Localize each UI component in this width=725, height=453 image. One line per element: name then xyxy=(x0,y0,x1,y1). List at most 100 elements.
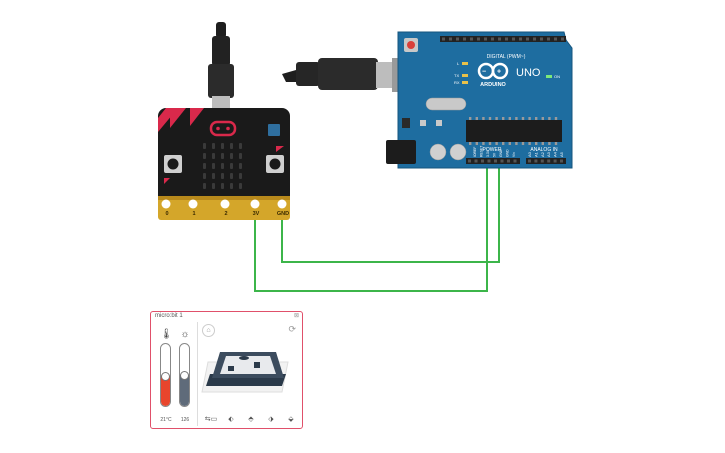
tilt-up-icon[interactable]: ⬘ xyxy=(248,416,254,423)
digital-pin-hole[interactable] xyxy=(463,37,466,41)
pin-label-0: 0 xyxy=(165,211,168,217)
led-1-4 xyxy=(239,153,242,159)
digital-pin-hole[interactable] xyxy=(547,37,550,41)
thermometer-icon: 🌡 xyxy=(160,329,173,340)
led-1-2 xyxy=(221,153,224,159)
power-pin-hole[interactable] xyxy=(468,159,471,163)
led-3-2 xyxy=(221,173,224,179)
power-pin-hole[interactable] xyxy=(481,159,484,163)
chip-pin xyxy=(515,142,518,145)
analog-pin-hole[interactable] xyxy=(553,159,557,163)
power-pin-hole[interactable] xyxy=(507,159,510,163)
microbit-board[interactable]: 0 1 2 3V GND xyxy=(158,108,290,220)
chip-pin xyxy=(554,142,558,145)
digital-pin-hole[interactable] xyxy=(442,37,445,41)
light-value: 126 xyxy=(180,417,190,423)
power-pin-label: RESET xyxy=(480,146,484,157)
power-pin-hole[interactable] xyxy=(494,159,497,163)
digital-pin-hole[interactable] xyxy=(519,37,522,41)
analog-pin-hole[interactable] xyxy=(540,159,544,163)
led-0-0 xyxy=(203,143,206,149)
led-label-tx: TX xyxy=(454,73,459,78)
analog-pin-hole[interactable] xyxy=(560,159,563,163)
microbit-control-panel[interactable]: micro:bit 1 ⊠ 🌡 21°C ☼ 126 ⌂ ⟳ ⇆▭ ⬖ ⬘ xyxy=(150,311,303,429)
shake-icon[interactable]: ⇆▭ xyxy=(204,416,218,423)
power-pin-label: 5V xyxy=(493,152,497,157)
chip-pin xyxy=(482,142,485,145)
led-label-rx: RX xyxy=(454,80,460,85)
tilt-left-icon[interactable]: ⬖ xyxy=(228,416,234,423)
temperature-knob[interactable] xyxy=(161,372,170,382)
tilt-down-icon[interactable]: ⬙ xyxy=(288,416,294,423)
chip-pin xyxy=(475,117,478,120)
analog-pin-label: A5 xyxy=(559,151,564,157)
led-2-1 xyxy=(212,163,215,169)
analog-pin-hole[interactable] xyxy=(547,159,551,163)
led-4-1 xyxy=(212,183,215,189)
home-icon[interactable]: ⌂ xyxy=(202,324,215,337)
rotate-icon[interactable]: ⟳ xyxy=(288,324,296,334)
analog-pin-hole[interactable] xyxy=(534,159,538,163)
digital-pin-hole[interactable] xyxy=(449,37,452,41)
chip-pin xyxy=(535,117,538,120)
led-4-2 xyxy=(221,183,224,189)
close-icon[interactable]: ⊠ xyxy=(293,313,299,319)
digital-pin-hole[interactable] xyxy=(540,37,543,41)
chip-pin xyxy=(508,142,511,145)
wire-gnd-to-gnd xyxy=(281,162,500,263)
power-pin-hole[interactable] xyxy=(500,159,504,163)
power-pin-label: Vin xyxy=(512,152,516,157)
digital-pin-hole[interactable] xyxy=(491,37,494,41)
digital-pin-hole[interactable] xyxy=(505,37,508,41)
led-3-0 xyxy=(203,173,206,179)
microbit-button-a[interactable] xyxy=(164,155,182,173)
light-slider[interactable]: ☼ 126 xyxy=(176,329,194,425)
digital-pin-hole[interactable] xyxy=(533,37,536,41)
svg-text:−: − xyxy=(482,69,486,76)
led-0-1 xyxy=(212,143,215,149)
power-pin-hole[interactable] xyxy=(474,159,478,163)
power-pin-hole[interactable] xyxy=(487,159,491,163)
board-3d-preview[interactable] xyxy=(198,322,300,412)
digital-pin-hole[interactable] xyxy=(554,37,557,41)
temperature-slider[interactable]: 🌡 21°C xyxy=(157,329,175,425)
power-pin-hole[interactable] xyxy=(513,159,517,163)
chip-pin xyxy=(548,142,551,145)
microbit-usb-cable[interactable] xyxy=(208,22,234,114)
wires[interactable] xyxy=(254,162,500,292)
dc-jack[interactable] xyxy=(386,140,416,164)
digital-pin-hole[interactable] xyxy=(561,37,564,41)
chip-pin xyxy=(488,142,492,145)
analog-pin-label: A3 xyxy=(546,151,551,157)
chip-pin xyxy=(488,117,492,120)
led-2-4 xyxy=(239,163,242,169)
power-pin-label: GND xyxy=(499,149,503,157)
arduino-logo: − + xyxy=(477,62,509,80)
board-3d-view[interactable]: ⌂ ⟳ ⇆▭ ⬖ ⬘ ⬗ ⬙ xyxy=(197,322,300,426)
digital-pin-hole[interactable] xyxy=(477,37,480,41)
analog-pin-hole[interactable] xyxy=(528,159,531,163)
sun-icon: ☼ xyxy=(180,329,190,340)
tilt-right-icon[interactable]: ⬗ xyxy=(268,416,274,423)
microbit-button-b[interactable] xyxy=(266,155,284,173)
digital-pin-hole[interactable] xyxy=(484,37,487,41)
led-4-0 xyxy=(203,183,206,189)
digital-pin-hole[interactable] xyxy=(526,37,529,41)
microbit-pins[interactable] xyxy=(161,199,287,209)
chip-pin xyxy=(554,117,558,120)
chip-pin xyxy=(541,117,544,120)
led-3-3 xyxy=(230,173,233,179)
digital-pin-hole[interactable] xyxy=(470,37,473,41)
led-1-3 xyxy=(230,153,233,159)
chip-pin xyxy=(475,142,478,145)
arduino-uno-board[interactable]: DIGITAL (PWM~) L TX RX ON − + UNO ARDUIN… xyxy=(386,31,573,169)
led-3-1 xyxy=(212,173,215,179)
chip-pin xyxy=(502,117,505,120)
chip-pin xyxy=(528,142,531,145)
digital-pin-hole[interactable] xyxy=(456,37,459,41)
light-knob[interactable] xyxy=(180,371,189,380)
led-0-3 xyxy=(230,143,233,149)
digital-pin-hole[interactable] xyxy=(512,37,515,41)
digital-pin-hole[interactable] xyxy=(498,37,501,41)
